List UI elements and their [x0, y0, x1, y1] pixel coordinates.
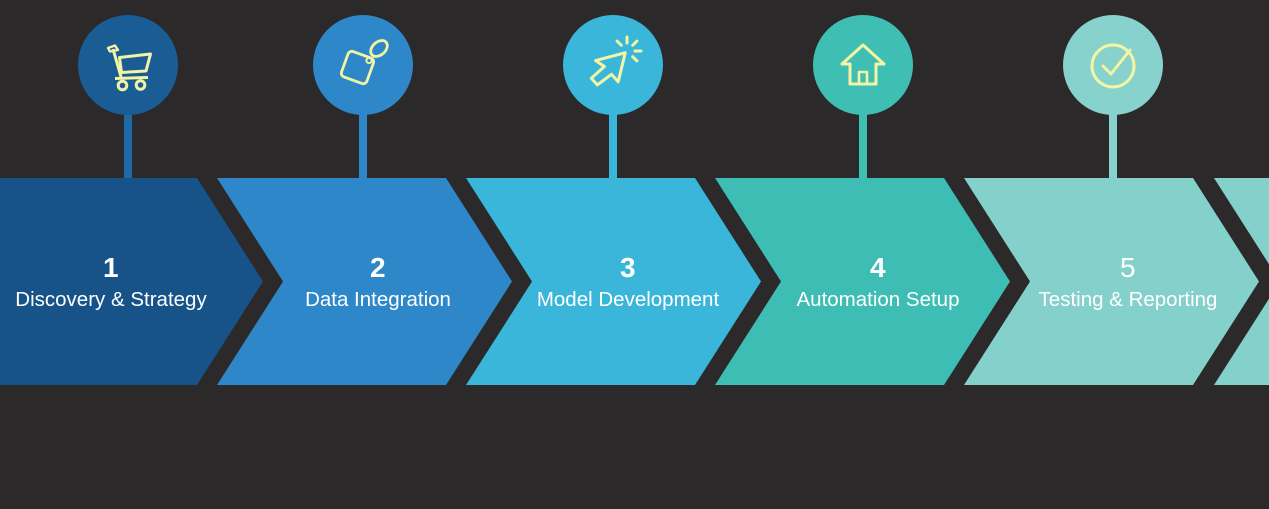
step-circle [813, 15, 913, 115]
shopping-cart-icon [96, 33, 160, 97]
step-text: 2 Data Integration [248, 253, 508, 313]
check-circle-icon [1081, 33, 1145, 97]
step-label: Testing & Reporting [1038, 288, 1218, 311]
step-number: 4 [869, 252, 887, 283]
step-text: 1 Discovery & Strategy [0, 253, 241, 313]
house-icon [831, 33, 895, 97]
step-number: 5 [1119, 252, 1137, 283]
step-number: 3 [619, 252, 637, 283]
step-number: 2 [369, 252, 387, 283]
step-connector [124, 108, 132, 178]
step-number: 1 [102, 252, 120, 283]
step-circle [1063, 15, 1163, 115]
step-connector [359, 108, 367, 178]
step-connector [1109, 108, 1117, 178]
step-label: Discovery & Strategy [15, 288, 207, 311]
step-connector [859, 108, 867, 178]
step-connector [609, 108, 617, 178]
step-text: 3 Model Development [498, 253, 758, 313]
step-circle [78, 15, 178, 115]
step-circle [563, 15, 663, 115]
step-text: 4 Automation Setup [748, 253, 1008, 313]
step-label: Model Development [536, 288, 720, 311]
step-label: Data Integration [305, 288, 451, 311]
price-tag-icon [331, 33, 395, 97]
step-circle [313, 15, 413, 115]
step-label: Automation Setup [796, 288, 960, 311]
click-cursor-icon [581, 33, 645, 97]
step-text: 5 Testing & Reporting [998, 253, 1258, 313]
